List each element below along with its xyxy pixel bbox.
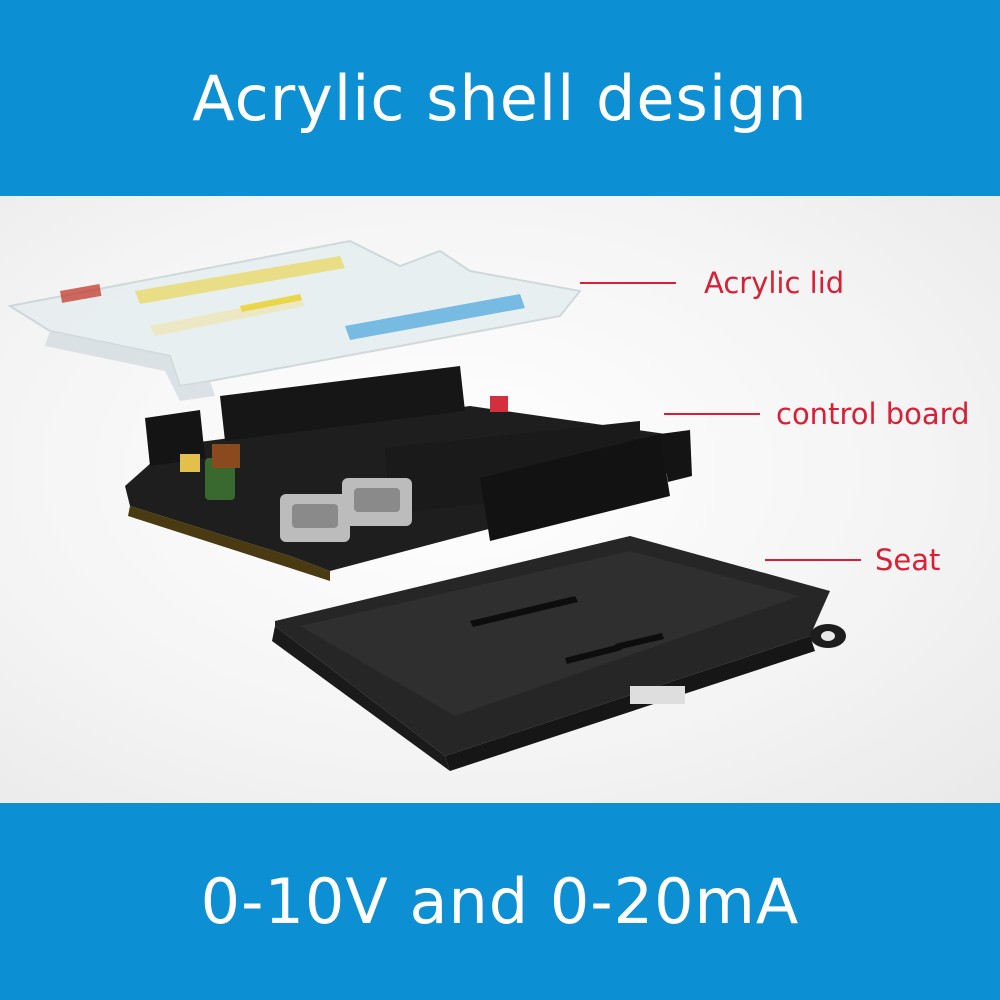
exploded-view-graphic <box>7 239 846 771</box>
callout-leader-line <box>664 413 760 415</box>
acrylic-lid-graphic <box>7 239 582 401</box>
callout-label-control-board: control board <box>776 397 970 431</box>
callout-seat: Seat <box>765 543 940 577</box>
product-illustration: Acrylic lid control board Seat <box>0 196 1000 803</box>
seat-graphic <box>272 536 846 771</box>
callout-leader-line <box>580 282 676 284</box>
banner-caption: 0-10V and 0-20mA <box>200 865 800 938</box>
callout-label-seat: Seat <box>875 543 941 577</box>
callout-control-board: control board <box>664 397 969 431</box>
caption-banner: 0-10V and 0-20mA <box>0 803 1000 1000</box>
callout-label-acrylic-lid: Acrylic lid <box>704 266 845 300</box>
callout-leader-line <box>765 559 861 561</box>
title-banner: Acrylic shell design <box>0 0 1000 196</box>
banner-title: Acrylic shell design <box>192 61 808 135</box>
callout-acrylic-lid: Acrylic lid <box>580 266 844 300</box>
control-board-graphic <box>125 366 692 581</box>
